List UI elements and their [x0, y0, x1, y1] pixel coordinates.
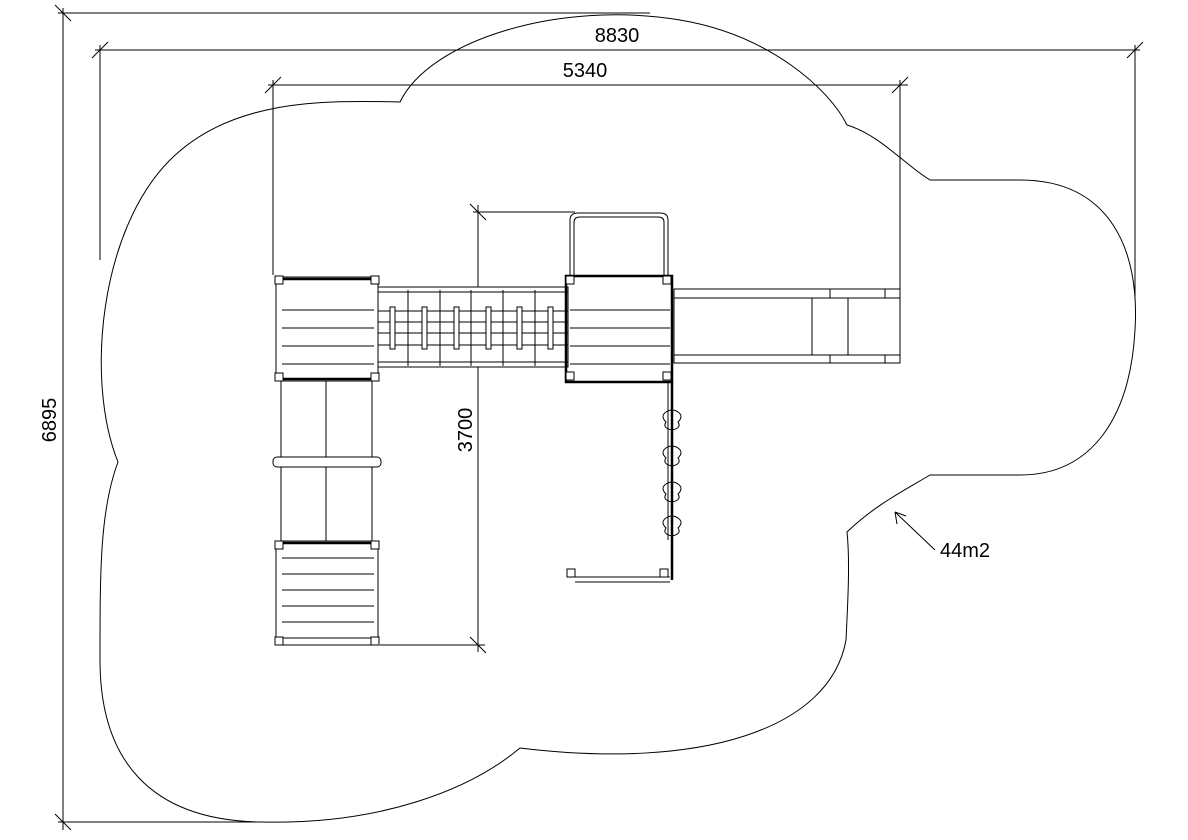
dimension-structure-width: 5340	[264, 60, 909, 290]
bridge	[377, 286, 569, 368]
dimension-label-6895: 6895	[39, 398, 61, 443]
right-slide	[673, 288, 901, 364]
lower-left-deck	[274, 540, 380, 646]
safety-zone-outline	[99, 14, 1137, 823]
dimension-structure-depth: 3700	[380, 203, 575, 654]
dimension-label-3700: 3700	[455, 408, 477, 453]
area-label: 44m2	[940, 540, 990, 562]
dimension-overall-width: 8830	[91, 25, 1144, 300]
left-tunnel	[272, 380, 382, 542]
dimension-label-5340: 5340	[563, 60, 608, 82]
climbing-wall	[566, 382, 682, 583]
left-tower-deck	[274, 275, 380, 382]
area-annotation: 44m2	[894, 511, 990, 562]
dimension-overall-height: 6895	[39, 4, 650, 831]
right-tower-deck	[564, 274, 674, 384]
top-rail	[569, 212, 669, 276]
dimension-label-8830: 8830	[595, 25, 640, 47]
